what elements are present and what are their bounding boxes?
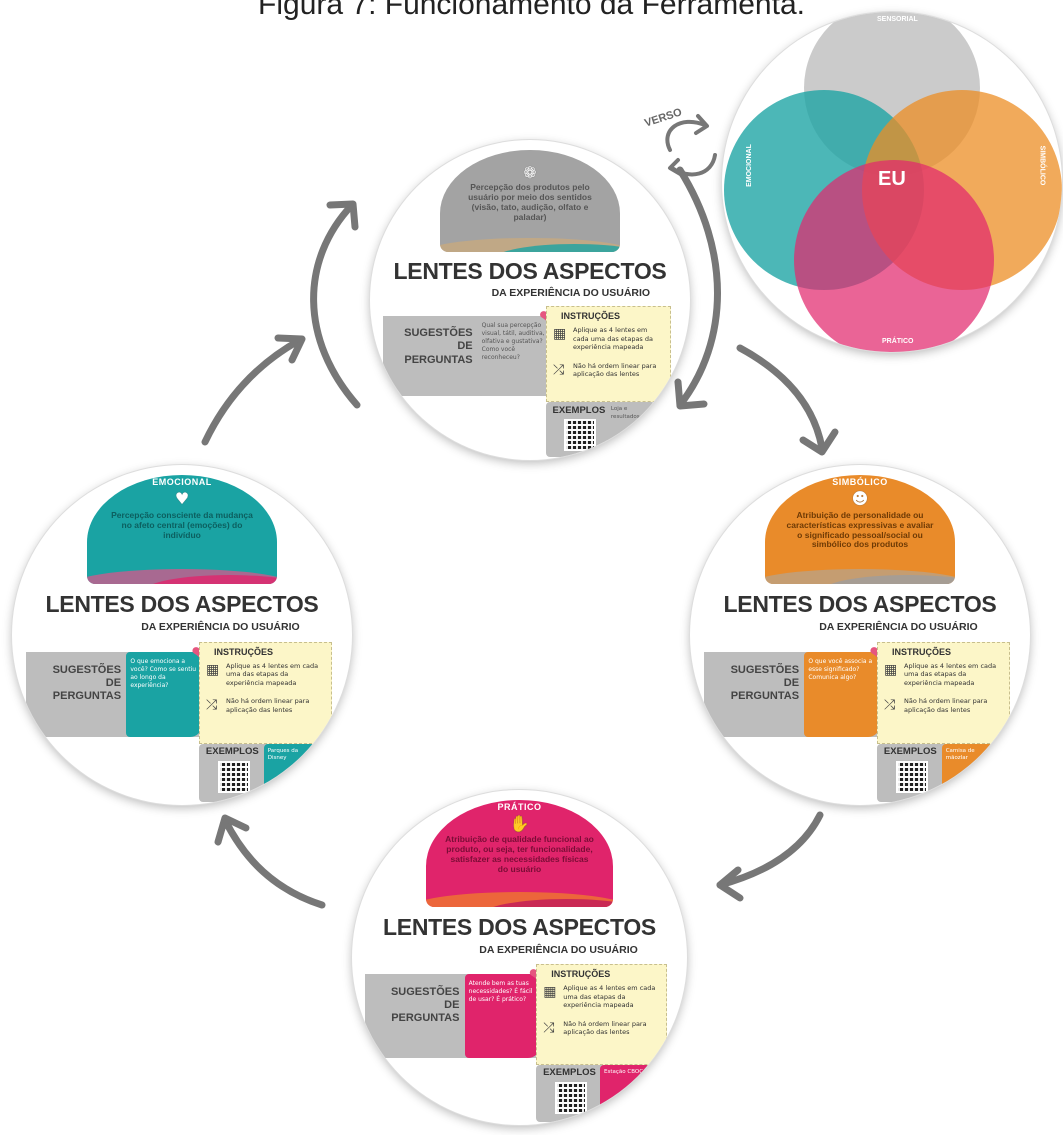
examples-panel: EXEMPLOS Camisa de mãozlar — [877, 743, 993, 802]
shuffle-icon: ⤮ — [543, 1019, 555, 1036]
instruction-1: Aplique as 4 lentes em cada uma das etap… — [563, 984, 656, 1010]
verso-pratico-circle — [794, 160, 994, 352]
examples-panel: EXEMPLOS Loja e resultados — [546, 402, 655, 457]
lens-card-simbolico: SIMBÓLICO ☻ Atribuição de personalidade … — [690, 465, 1030, 805]
suggestions-panel: SUGESTÕES DE PERGUNTAS O que você associ… — [703, 652, 881, 737]
card-subtitle: DA EXPERIÊNCIA DO USUÁRIO — [491, 287, 651, 300]
arrow-simbolico-to-pratico — [716, 811, 824, 902]
arrow-inner-left — [310, 200, 361, 409]
instruction-2: Não há ordem linear para aplicação das l… — [563, 1019, 647, 1036]
card-lens-label: SIMBÓLICO — [832, 477, 888, 488]
card-subtitle: DA EXPERIÊNCIA DO USUÁRIO — [141, 621, 300, 634]
instruction-1: Aplique as 4 lentes em cada uma das etap… — [904, 661, 997, 687]
questions-box: Qual sua percepção visual, tátil, auditi… — [477, 316, 550, 396]
suggestions-panel: SUGESTÕES DE PERGUNTAS O que emociona a … — [25, 652, 203, 737]
questions-box: O que emociona a você? Como se sentiu ao… — [126, 652, 203, 737]
qr-code[interactable] — [556, 1084, 585, 1113]
card-description: Percepção dos produtos pelo usuário por … — [468, 182, 592, 222]
qr-code[interactable] — [565, 420, 594, 449]
arrow-verso-swap — [665, 114, 717, 177]
instructions-title: INSTRUÇÕES — [892, 646, 952, 657]
suggestions-panel: SUGESTÕES DE PERGUNTAS Qual sua percepçã… — [382, 316, 550, 396]
instructions-title: INSTRUÇÕES — [214, 646, 274, 657]
verso-center-label: EU — [878, 168, 906, 190]
instruction-1: Aplique as 4 lentes em cada uma das etap… — [226, 661, 319, 687]
card-lens-label: EMOCIONAL — [152, 477, 212, 488]
instruction-2: Não há ordem linear para aplicação das l… — [904, 697, 988, 714]
map-icon: ▦ — [553, 326, 567, 343]
lens-card-emocional: EMOCIONAL ♥ Percepção consciente da muda… — [12, 465, 352, 805]
examples-panel: EXEMPLOS Parques da Disney — [199, 743, 315, 802]
questions-box: Atende bem as tuas necessidades? É fácil… — [464, 974, 540, 1058]
card-title: LENTES DOS ASPECTOS — [393, 258, 667, 285]
example-box: Camisa de mãozlar — [941, 743, 993, 802]
instruction-1: Aplique as 4 lentes em cada uma das etap… — [573, 326, 653, 352]
instructions-panel: INSTRUÇÕES ▦ Aplique as 4 lentes em cada … — [199, 641, 332, 744]
arrow-inner-right — [674, 166, 721, 410]
instructions-title: INSTRUÇÕES — [551, 969, 611, 980]
verso-bottom-label: PRÁTICO — [882, 338, 914, 345]
example-box: Parques da Disney — [263, 743, 315, 802]
map-icon: ▦ — [543, 984, 557, 1001]
example-box: Estação CBOC — [600, 1064, 651, 1122]
shuffle-icon: ⤮ — [206, 697, 218, 714]
card-subtitle: DA EXPERIÊNCIA DO USUÁRIO — [819, 621, 978, 634]
verso-card: SENSORIAL EMOCIONAL SIMBÓLICO PRÁTICO EU — [722, 12, 1062, 352]
instructions-panel: INSTRUÇÕES ▦ Aplique as 4 lentes em cada … — [877, 641, 1010, 744]
hand-icon: ✋ — [509, 813, 530, 833]
card-title: LENTES DOS ASPECTOS — [723, 590, 997, 617]
examples-label: EXEMPLOS — [205, 746, 259, 758]
instruction-2: Não há ordem linear para aplicação das l… — [573, 361, 657, 379]
card-description: Atribuição de personalidade ou caracterí… — [786, 510, 934, 550]
card-title: LENTES DOS ASPECTOS — [383, 913, 656, 940]
card-description: Atribuição de qualidade funcional ao pro… — [445, 834, 594, 874]
example-box: Loja e resultados — [606, 402, 655, 457]
examples-label: EXEMPLOS — [552, 404, 606, 416]
map-icon: ▦ — [884, 661, 898, 678]
instruction-2: Não há ordem linear para aplicação das l… — [226, 697, 310, 714]
instructions-panel: INSTRUÇÕES ▦ Aplique as 4 lentes em cada … — [546, 306, 671, 403]
card-header: EMOCIONAL ♥ Percepção consciente da muda… — [86, 475, 278, 584]
suggestions-label: SUGESTÕES DE PERGUNTAS — [52, 663, 122, 703]
shuffle-icon: ⤮ — [553, 361, 565, 378]
qr-code[interactable] — [219, 763, 248, 792]
verso-left-label: EMOCIONAL — [745, 144, 753, 187]
shuffle-icon: ⤮ — [884, 697, 896, 714]
card-lens-label: PRÁTICO — [497, 802, 542, 813]
verso-right-label: SIMBÓLICO — [1038, 145, 1046, 186]
qr-code[interactable] — [897, 763, 926, 792]
arrow-sensorial-to-simbolico — [736, 344, 839, 456]
card-description: Percepção consciente da mudança no afeto… — [111, 510, 253, 540]
lens-card-pratico: PRÁTICO ✋ Atribuição de qualidade funcio… — [352, 790, 687, 1125]
verso-top-label: SENSORIAL — [877, 16, 918, 23]
instructions-title: INSTRUÇÕES — [561, 311, 621, 322]
examples-panel: EXEMPLOS Estação CBOC — [536, 1064, 651, 1122]
suggestions-label: SUGESTÕES DE PERGUNTAS — [404, 327, 473, 366]
figure-title: Figura 7: Funcionamento da Ferramenta. — [258, 0, 805, 21]
suggestions-label: SUGESTÕES DE PERGUNTAS — [390, 985, 460, 1025]
suggestions-panel: SUGESTÕES DE PERGUNTAS Atende bem as tua… — [365, 974, 540, 1058]
card-header: SIMBÓLICO ☻ Atribuição de personalidade … — [764, 475, 956, 584]
card-header: PRÁTICO ✋ Atribuição de qualidade funcio… — [425, 800, 614, 908]
examples-label: EXEMPLOS — [543, 1066, 596, 1078]
card-header: ❁ Percepção dos produtos pelo usuário po… — [440, 149, 620, 252]
nose-icon: ❁ — [523, 162, 537, 182]
suggestions-label: SUGESTÕES DE PERGUNTAS — [730, 663, 800, 703]
arrow-emocional-to-sensorial — [201, 334, 306, 446]
lens-card-sensorial: ❁ Percepção dos produtos pelo usuário po… — [370, 140, 690, 460]
heart-outline-icon: ♥ — [174, 489, 190, 509]
arrow-pratico-to-emocional — [214, 814, 326, 909]
map-icon: ▦ — [206, 661, 220, 678]
questions-box: O que você associa a esse significado? C… — [804, 652, 881, 737]
card-subtitle: DA EXPERIÊNCIA DO USUÁRIO — [479, 944, 638, 957]
card-title: LENTES DOS ASPECTOS — [45, 590, 319, 617]
instructions-panel: INSTRUÇÕES ▦ Aplique as 4 lentes em cada … — [536, 964, 667, 1065]
mask-icon: ☻ — [851, 489, 869, 509]
examples-label: EXEMPLOS — [883, 746, 937, 758]
